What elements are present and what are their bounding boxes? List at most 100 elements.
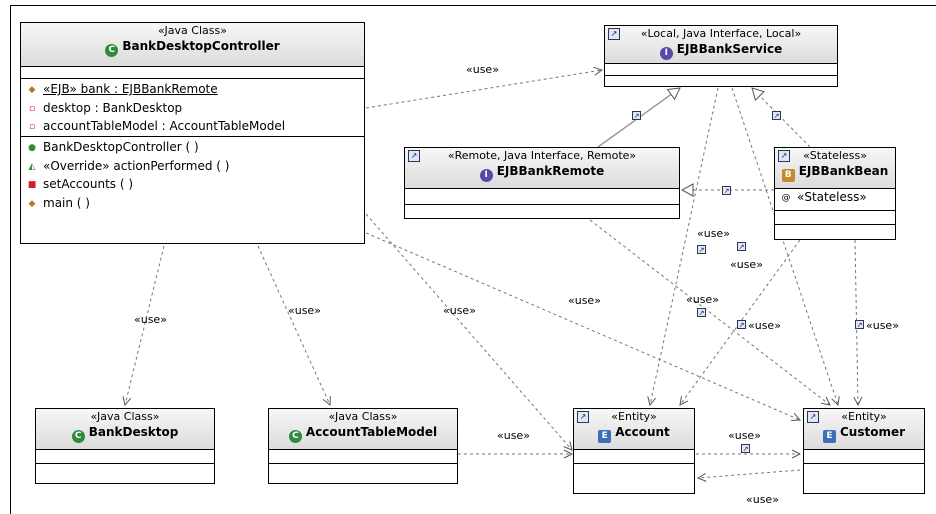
use-controller-to-service xyxy=(365,70,602,109)
entity-icon: E xyxy=(598,430,612,443)
private-field-icon: ▫ xyxy=(28,122,36,132)
class-name: Account xyxy=(615,425,670,439)
class-stereotype: «Entity» xyxy=(611,410,657,423)
java-class-icon: C xyxy=(71,430,85,443)
annotation-row[interactable]: @«Stateless» xyxy=(775,189,895,208)
shortcut-marker-icon: ↗ xyxy=(697,245,706,254)
interface-stereotype: «Remote, Java Interface, Remote» xyxy=(447,149,637,162)
shortcut-icon: ↗ xyxy=(577,411,589,423)
use-customer-to-account xyxy=(698,469,801,478)
session-bean-icon: B xyxy=(781,169,795,182)
operation-row[interactable]: ◆main ( ) xyxy=(21,195,364,214)
java-class-icon: C xyxy=(105,44,119,57)
class-stereotype: «Java Class» xyxy=(90,410,160,423)
use-label: «use» xyxy=(697,227,730,240)
diagram-frame-top xyxy=(10,5,936,6)
class-stereotype: «Stateless» xyxy=(803,149,867,162)
class-name: BankDesktop xyxy=(88,425,179,439)
constructor-icon: ● xyxy=(28,143,36,153)
use-label: «use» xyxy=(568,294,601,307)
attribute-row[interactable]: ▫desktop : BankDesktop xyxy=(21,100,364,119)
shortcut-icon: ↗ xyxy=(778,150,790,162)
shortcut-marker-icon: ↗ xyxy=(737,242,746,251)
private-method-icon: ■ xyxy=(27,180,37,190)
attributes-compartment: ◆«EJB» bank : EJBBankRemote ▫desktop : B… xyxy=(21,79,364,137)
interface-name: EJBBankRemote xyxy=(496,164,605,178)
bean-realizes-service xyxy=(751,87,811,148)
use-controller-to-account xyxy=(365,213,572,450)
entity-icon: E xyxy=(822,430,836,443)
interface-stereotype: «Local, Java Interface, Local» xyxy=(640,27,802,40)
class-name: AccountTableModel xyxy=(305,425,438,439)
empty-compartment xyxy=(21,67,364,79)
use-label: «use» xyxy=(497,429,530,442)
annotation-icon: @ xyxy=(781,193,791,203)
shortcut-marker-icon: ↗ xyxy=(722,186,731,195)
use-label: «use» xyxy=(866,319,899,332)
class-name: EJBBankBean xyxy=(798,164,889,178)
interface-icon: I xyxy=(659,47,673,60)
class-stereotype: «Entity» xyxy=(841,410,887,423)
attribute-row[interactable]: ◆«EJB» bank : EJBBankRemote xyxy=(21,81,364,100)
shortcut-marker-icon: ↗ xyxy=(772,111,781,120)
shortcut-marker-icon: ↗ xyxy=(741,444,750,453)
use-label: «use» xyxy=(748,319,781,332)
operations-compartment: ●BankDesktopController ( ) ◭«Override» a… xyxy=(21,137,364,244)
attribute-row[interactable]: ▫accountTableModel : AccountTableModel xyxy=(21,118,364,137)
private-field-icon: ▫ xyxy=(28,103,36,114)
use-label: «use» xyxy=(466,63,499,76)
shortcut-marker-icon: ↗ xyxy=(697,308,706,317)
shortcut-icon: ↗ xyxy=(608,28,620,40)
interface-name: EJBBankService xyxy=(676,42,783,56)
use-label: «use» xyxy=(134,313,167,326)
use-service-to-customer xyxy=(731,87,838,405)
ejb-field-icon: ◆ xyxy=(28,85,36,95)
shortcut-icon: ↗ xyxy=(408,150,420,162)
diagram-frame-left xyxy=(10,5,11,514)
use-label: «use» xyxy=(746,493,779,506)
attributes-compartment: @«Stateless» xyxy=(775,189,895,211)
use-label: «use» xyxy=(443,304,476,317)
use-controller-to-customer xyxy=(365,232,800,420)
shortcut-marker-icon: ↗ xyxy=(855,320,864,329)
use-label: «use» xyxy=(730,258,763,271)
use-controller-to-tablemodel xyxy=(257,245,330,405)
shortcut-marker-icon: ↗ xyxy=(737,320,746,329)
operation-row[interactable]: ●BankDesktopController ( ) xyxy=(21,139,364,158)
static-method-icon: ◆ xyxy=(28,198,36,209)
use-label: «use» xyxy=(288,304,321,317)
class-name: BankDesktopController xyxy=(122,39,280,53)
java-class-icon: C xyxy=(288,430,302,443)
class-stereotype: «Java Class» xyxy=(158,24,227,37)
use-label: «use» xyxy=(728,429,761,442)
shortcut-marker-icon: ↗ xyxy=(632,111,641,120)
class-name: Customer xyxy=(839,425,906,439)
interface-icon: I xyxy=(479,169,493,182)
operation-row[interactable]: ◭«Override» actionPerformed ( ) xyxy=(21,158,364,177)
class-stereotype: «Java Class» xyxy=(328,410,398,423)
operation-row[interactable]: ■setAccounts ( ) xyxy=(21,176,364,195)
shortcut-icon: ↗ xyxy=(807,411,819,423)
use-service-to-account xyxy=(650,87,719,405)
override-method-icon: ◭ xyxy=(28,161,36,172)
use-remote-to-customer xyxy=(589,219,830,405)
use-label: «use» xyxy=(686,293,719,306)
